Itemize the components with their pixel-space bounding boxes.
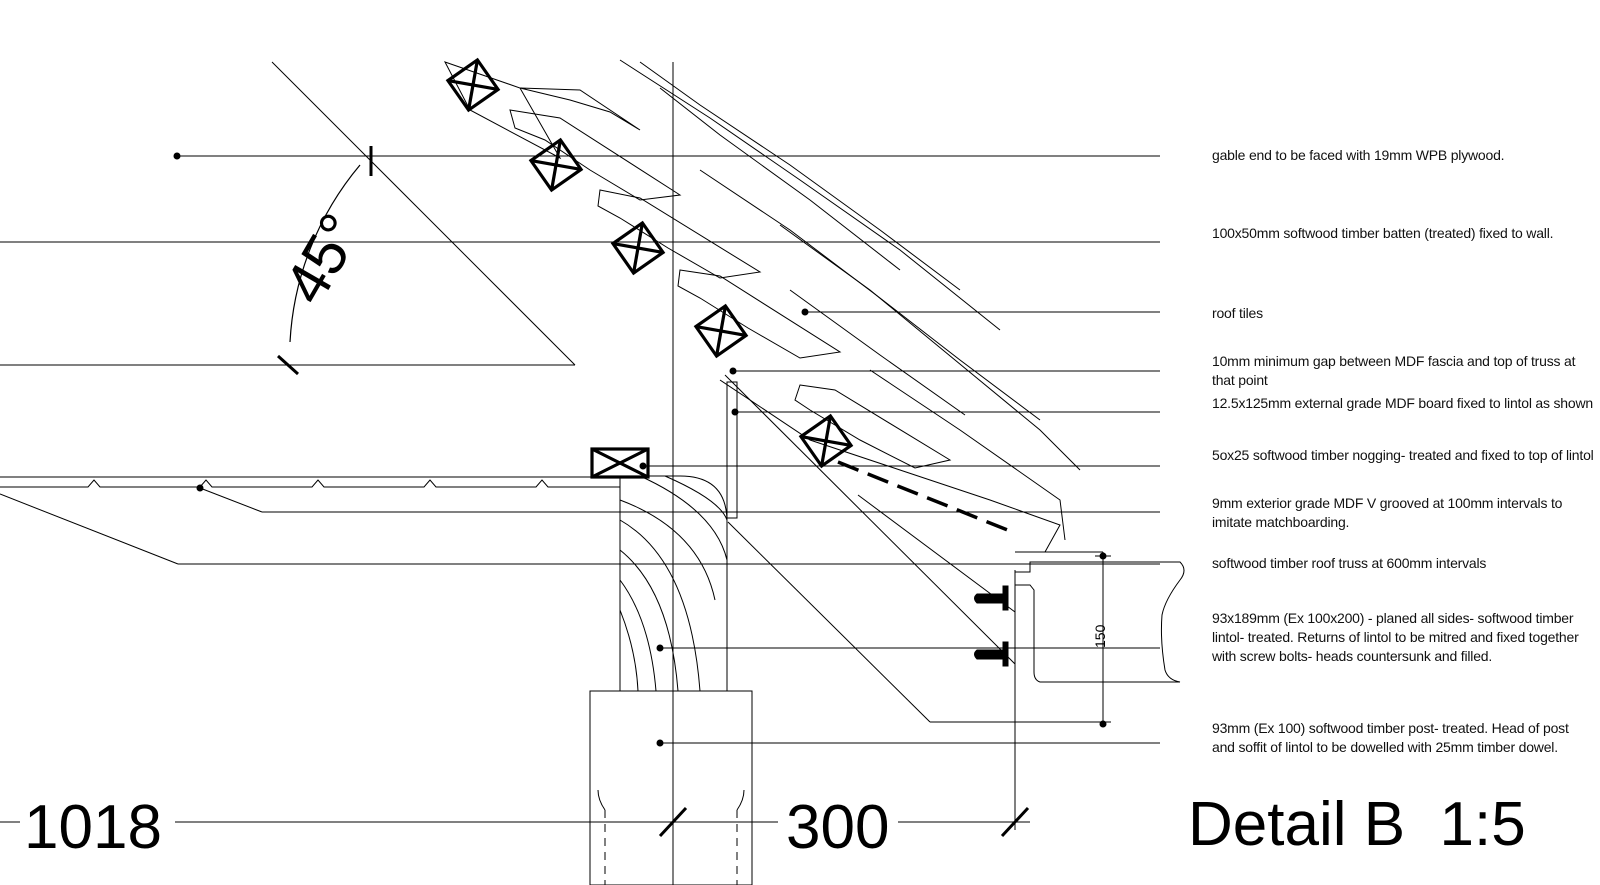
note-gable-plywood: gable end to be faced with 19mm WPB plyw… xyxy=(1212,147,1505,163)
timber-battens xyxy=(445,57,854,469)
roof-truss xyxy=(724,374,1111,723)
nogging xyxy=(590,447,650,479)
note-mdf-board: 12.5x125mm external grade MDF board fixe… xyxy=(1212,395,1593,411)
timber-post xyxy=(589,690,753,885)
note-mdf-soffit: 9mm exterior grade MDF V grooved at 100m… xyxy=(1212,495,1563,530)
timber-lintol xyxy=(619,475,728,692)
note-timber-post: 93mm (Ex 100) softwood timber post- trea… xyxy=(1212,720,1569,755)
angle-construction xyxy=(0,61,576,376)
gutter xyxy=(1015,561,1185,683)
overall-dimension-line xyxy=(0,806,1030,838)
roof-pitch-angle: 45° xyxy=(271,202,374,314)
note-roof-truss: softwood timber roof truss at 600mm inte… xyxy=(1212,555,1487,571)
detail-title: Detail B 1:5 xyxy=(1188,790,1526,859)
mdf-fascia-board xyxy=(726,381,738,519)
note-nogging: 5ox25 softwood timber nogging- treated a… xyxy=(1212,447,1594,463)
note-timber-batten: 100x50mm softwood timber batten (treated… xyxy=(1212,225,1554,241)
gutter-screws xyxy=(974,585,1009,667)
note-roof-tiles: roof tiles xyxy=(1212,305,1263,321)
leader-lines xyxy=(0,155,1160,744)
dimension-right: 300 xyxy=(786,793,889,862)
dimension-vertical: 150 xyxy=(1092,624,1108,648)
dimension-left: 1018 xyxy=(24,793,162,862)
note-fascia-gap: 10mm minimum gap between MDF fascia and … xyxy=(1212,353,1576,388)
soffit-boarding xyxy=(0,476,620,488)
note-lintol: 93x189mm (Ex 100x200) - planed all sides… xyxy=(1212,610,1579,664)
leader-dots xyxy=(173,152,1107,747)
roof-tiles xyxy=(443,59,1081,553)
